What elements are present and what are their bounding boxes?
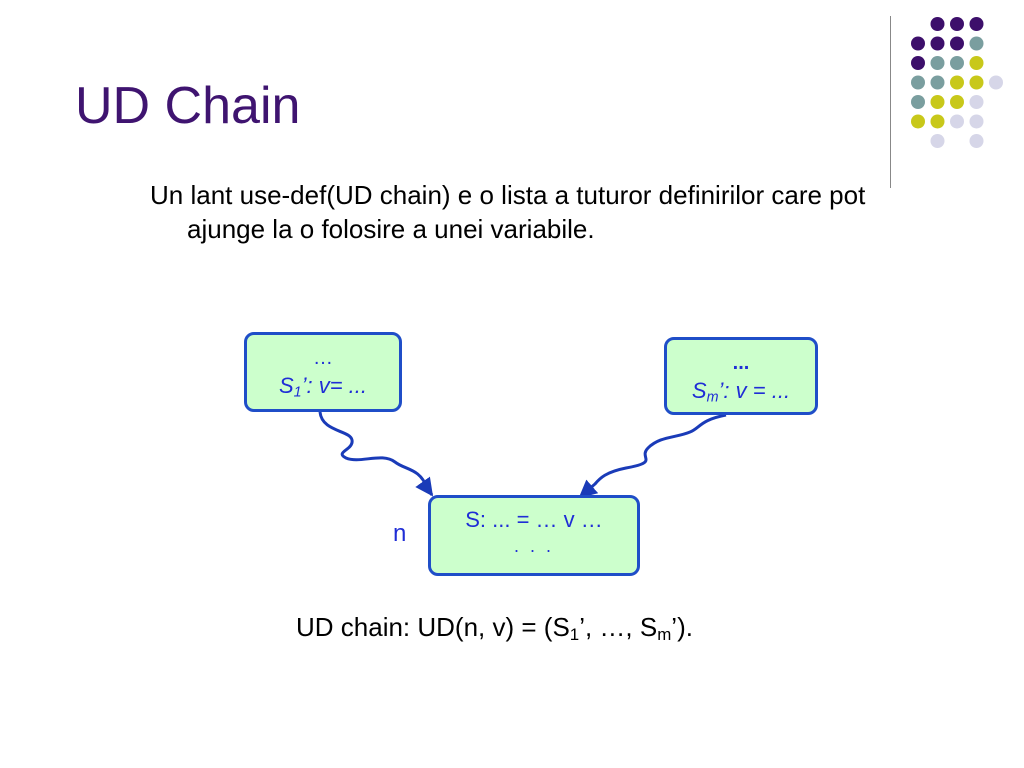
definition-box-s1: … S1’: v= ... xyxy=(244,332,402,412)
decorative-dot xyxy=(969,36,984,51)
decorative-dot xyxy=(911,114,925,129)
decorative-dot xyxy=(911,36,925,51)
definition-box-sm: ... Sm’: v = ... xyxy=(664,337,818,415)
box-s-line1: S: ... = … v … xyxy=(465,507,603,532)
decorative-dot xyxy=(969,114,984,129)
decorative-dot xyxy=(930,95,945,109)
decorative-dot xyxy=(969,95,984,109)
box-sm-line1: ... xyxy=(732,352,750,374)
decorative-dot xyxy=(911,95,925,109)
decorative-dot xyxy=(969,75,984,90)
decorative-dot xyxy=(969,56,984,70)
ud-chain-formula: UD chain: UD(n, v) = (S1’, …, Sm’). xyxy=(296,612,693,645)
decorative-dot xyxy=(950,17,964,31)
decorative-dot xyxy=(930,134,945,148)
decorative-dot xyxy=(950,36,964,51)
box-s1-line1: … xyxy=(313,347,333,369)
decorative-dot xyxy=(911,75,925,90)
arrow-right-to-center xyxy=(578,413,727,499)
use-box-s: S: ... = … v … . . . xyxy=(428,495,640,576)
node-label-n: n xyxy=(393,520,407,547)
box-s-line2: . . . xyxy=(513,536,554,556)
box-s1-line2: S1’: v= ... xyxy=(278,373,368,401)
decorative-dot xyxy=(950,56,964,70)
decorative-dot xyxy=(989,75,1003,90)
arrow-left-to-center xyxy=(318,411,434,497)
decorative-dot xyxy=(930,75,945,90)
box-sm-line2: Sm’: v = ... xyxy=(691,378,791,406)
decorative-vertical-line xyxy=(890,16,891,188)
decorative-dot xyxy=(911,56,925,70)
decorative-dot xyxy=(969,17,984,31)
bullet-text: Un lant use-def(UD chain) e o lista a tu… xyxy=(150,180,866,244)
decorative-dot xyxy=(930,17,945,31)
decorative-dot xyxy=(950,114,964,129)
decorative-dot xyxy=(950,95,964,109)
decorative-dot xyxy=(950,75,964,90)
decorative-dot xyxy=(930,36,945,51)
decorative-dot xyxy=(930,114,945,129)
decorative-dot xyxy=(930,56,945,70)
slide-title: UD Chain xyxy=(75,77,301,135)
decorative-dot-grid xyxy=(911,17,1003,148)
decorative-dot xyxy=(969,134,984,148)
